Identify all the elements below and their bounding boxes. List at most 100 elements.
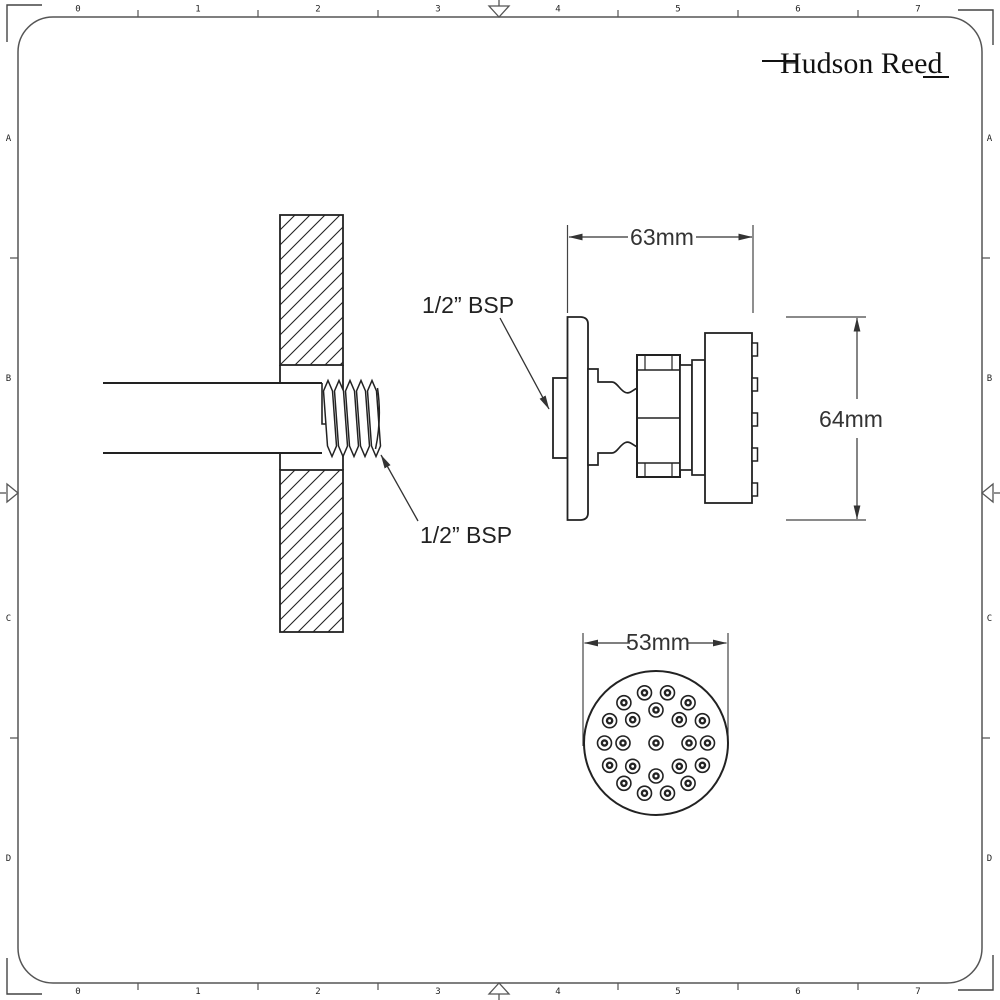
nozzle-bumps-profile <box>751 342 759 497</box>
nozzle-hole-inner <box>652 739 660 747</box>
nozzle-hole-inner <box>663 789 672 798</box>
ruler-top-number: 0 <box>75 5 80 15</box>
nozzle-hole-outer <box>601 712 618 729</box>
ruler-right-letter: B <box>987 374 992 384</box>
ruler-bottom-number: 2 <box>315 987 320 997</box>
corner-mark-bottom-left <box>6 958 42 995</box>
nozzle-hole-outer <box>680 775 696 792</box>
nozzle-hole-inner <box>628 762 637 771</box>
ruler-top-number: 4 <box>555 5 560 15</box>
thread-crest <box>355 378 371 459</box>
dim-text-53mm: 53mm <box>626 629 690 655</box>
thread-crest <box>344 378 360 459</box>
dimension-63mm: 63mm <box>566 224 754 313</box>
nozzle-bump <box>751 482 759 497</box>
nozzle-hole-inner <box>698 716 707 725</box>
nozzle-hole-outer <box>616 694 632 711</box>
nozzle-hole-inner <box>619 739 627 747</box>
nozzle-hole-inner <box>652 772 660 780</box>
nozzle-hole-inner <box>685 739 693 747</box>
ruler-right-letter: C <box>987 614 992 624</box>
rear-bsp-connector <box>552 377 569 459</box>
bsp-label-side: 1/2” BSP <box>422 292 514 318</box>
ruler-bottom-number: 0 <box>75 987 80 997</box>
nozzle-hole-inner <box>703 739 712 747</box>
nozzle-hole-inner <box>675 715 684 724</box>
nut-outline <box>636 354 681 478</box>
nut-face-lines <box>637 369 680 464</box>
ruler-left-letter: B <box>6 374 11 384</box>
nozzle-hole-outer <box>596 735 613 751</box>
hub-and-neck <box>587 368 639 466</box>
nozzle-holes <box>596 684 716 802</box>
ruler-bottom-number: 1 <box>195 987 200 997</box>
nozzle-hole-outer <box>699 735 716 751</box>
nozzle-hole-outer <box>694 712 711 729</box>
nozzle-hole-inner <box>698 761 707 770</box>
ruler-ticks-left <box>10 257 18 739</box>
nozzle-hole-inner <box>675 762 684 771</box>
nozzle-hole-outer <box>659 785 676 802</box>
ruler-left-letter: D <box>6 854 11 864</box>
nozzle-hole-inner <box>605 716 614 725</box>
ruler-left-letter: A <box>6 134 12 144</box>
corner-mark-top-right <box>958 9 994 45</box>
collar-ring <box>679 364 693 471</box>
center-marker-left <box>0 482 20 504</box>
nozzle-hole-inner <box>640 789 649 798</box>
dimension-64mm: 64mm <box>786 316 883 521</box>
ruler-top-number: 3 <box>435 5 440 15</box>
nozzle-hole-outer <box>648 768 664 784</box>
nozzle-hole-inner <box>652 706 660 714</box>
nozzle-hole-outer <box>694 757 711 774</box>
ruler-bottom-number: 3 <box>435 987 440 997</box>
nozzle-hole-inner <box>684 779 692 788</box>
jet-body <box>704 332 753 504</box>
body-step <box>691 359 706 476</box>
nozzle-bump <box>751 412 759 427</box>
dim-text-64mm: 64mm <box>819 406 883 432</box>
ruler-top-number: 1 <box>195 5 200 15</box>
dimension-53mm: 53mm <box>582 629 729 746</box>
nozzle-hole-outer <box>624 711 641 728</box>
ruler-ticks-top <box>137 10 859 17</box>
nozzle-hole-outer <box>671 711 688 728</box>
ruler-bottom-number: 7 <box>915 987 920 997</box>
ruler-bottom-number: 4 <box>555 987 560 997</box>
nozzle-hole-outer <box>648 702 664 718</box>
center-marker-right <box>980 482 1000 504</box>
bsp-leader-section <box>380 454 419 522</box>
thread-crest <box>322 378 338 459</box>
frame-border <box>17 16 983 984</box>
thread-crest <box>333 378 349 459</box>
nozzle-hole-inner <box>628 715 637 724</box>
nozzle-hole-inner <box>620 698 628 707</box>
thread-start-step <box>321 383 326 425</box>
corner-mark-bottom-right <box>958 955 994 991</box>
thread-end-edge <box>374 387 381 450</box>
ruler-top-number: 6 <box>795 5 800 15</box>
ruler-right-letter: A <box>987 134 993 144</box>
wall-upper-hatched <box>279 214 344 366</box>
wall-plate <box>566 316 589 521</box>
ruler-left-letter: C <box>6 614 11 624</box>
ruler-top-number: 7 <box>915 5 920 15</box>
ruler-bottom-number: 5 <box>675 987 680 997</box>
nozzle-hole-outer <box>601 757 618 774</box>
nozzle-hole-outer <box>636 785 653 802</box>
nozzle-hole-outer <box>681 735 697 751</box>
nozzle-hole-outer <box>680 694 696 711</box>
ruler-ticks-right <box>982 257 990 739</box>
nozzle-hole-outer <box>648 735 664 751</box>
nozzle-hole-outer <box>616 775 632 792</box>
pipe-body-fill <box>103 384 322 452</box>
nozzle-bump <box>751 447 759 462</box>
nozzle-hole-outer <box>659 684 676 701</box>
nozzle-hole-outer <box>671 758 688 775</box>
wall-lower-hatched <box>279 469 344 633</box>
brand-logo: Hudson Reed <box>762 47 949 80</box>
nozzle-hole-outer <box>615 735 631 751</box>
ruler-right-letter: D <box>987 854 992 864</box>
